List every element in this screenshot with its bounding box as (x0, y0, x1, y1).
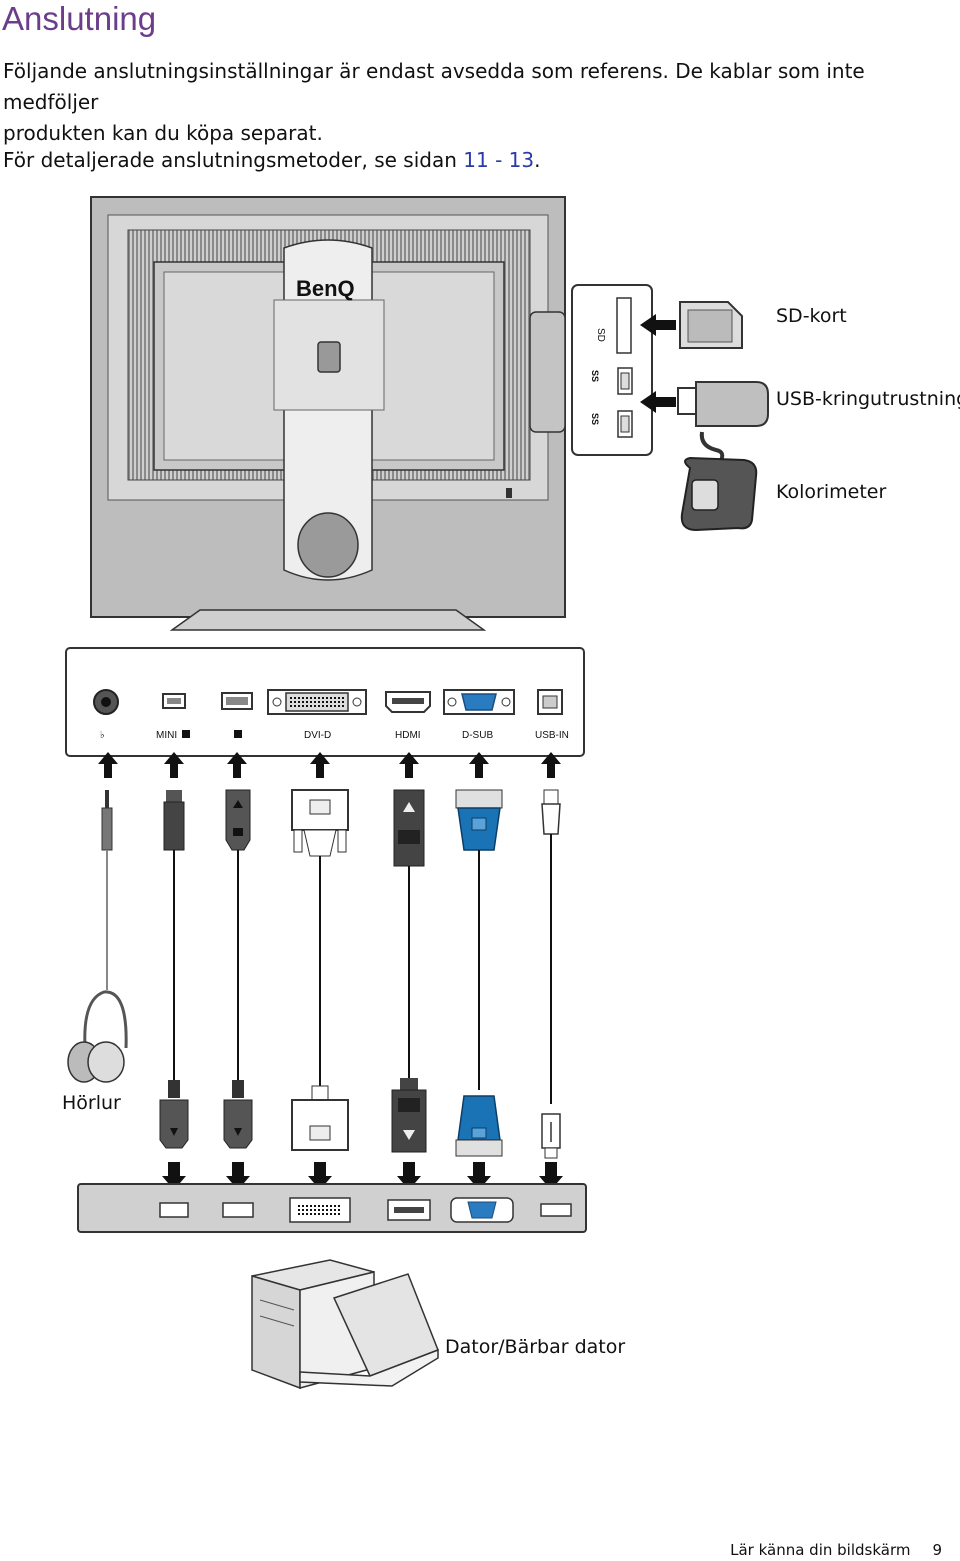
sd-card-icon (679, 301, 743, 349)
hdmi-cable (391, 789, 427, 1153)
intro-line-2: produkten kan du köpa separat. (3, 121, 323, 145)
detail-prefix: För detaljerade anslutningsmetoder, se s… (3, 148, 464, 172)
intro-line-1: Följande anslutningsinställningar är end… (3, 59, 865, 114)
sd-slot[interactable] (616, 297, 632, 354)
port-label-mini: MINI (156, 730, 177, 741)
footer-section: Lär känna din bildskärm (730, 1541, 911, 1559)
arrow-up-icon (469, 752, 489, 778)
headphone-port-icon: ♭ (100, 730, 105, 741)
side-port-panel: SD SS SS (571, 284, 653, 456)
usb-in-cable (541, 789, 561, 1159)
detail-suffix: . (534, 148, 541, 172)
computer-displayport (222, 1202, 254, 1218)
colorimeter-icon (680, 431, 758, 532)
displayport-icon (234, 730, 242, 738)
sd-port-label: SD (595, 328, 606, 342)
cables (67, 789, 561, 1159)
arrow-up-icon (399, 752, 419, 778)
kensington-lock-icon (506, 488, 512, 498)
page-footer: Lär känna din bildskärm 9 (730, 1541, 942, 1559)
headphone-cable (67, 790, 128, 1083)
arrow-left-icon (640, 391, 676, 413)
arrow-left-icon (640, 314, 676, 336)
page-title: Anslutning (2, 0, 157, 37)
stand-lock (317, 341, 341, 373)
computer-laptop-icon (251, 1259, 439, 1390)
arrow-up-icon (310, 752, 330, 778)
up-arrows (98, 752, 561, 778)
usb-superspeed-icon: SS (590, 370, 600, 382)
headphone-label: Hörlur (62, 1092, 121, 1114)
d-sub-cable (455, 789, 503, 1157)
port-label-hdmi: HDMI (395, 730, 421, 741)
detail-paragraph: För detaljerade anslutningsmetoder, se s… (3, 145, 540, 176)
rear-port-panel: ♭ MINI DVI-D HDMI D-SUB USB-IN (65, 647, 585, 757)
usb-stick-icon (677, 381, 769, 427)
computer-label: Dator/Bärbar dator (445, 1336, 626, 1358)
dvi-d-cable (291, 789, 349, 1151)
port-label-d-sub: D-SUB (462, 730, 493, 741)
headphone-icon (87, 1041, 125, 1083)
port-label-dvi-d: DVI-D (304, 730, 331, 741)
stand-base (169, 609, 487, 631)
cable-hole (297, 512, 359, 578)
side-arrows (640, 314, 676, 413)
displayport-cable (223, 789, 253, 1149)
computer-port-panel (77, 1183, 587, 1233)
usb-superspeed-icon: SS (590, 413, 600, 425)
page-reference-link[interactable]: 11 - 13 (463, 148, 535, 172)
brand-logo: BenQ (296, 276, 355, 301)
arrow-up-icon (164, 752, 184, 778)
arrow-up-icon (98, 752, 118, 778)
sd-card-label: SD-kort (776, 305, 847, 327)
computer-mini-displayport (159, 1202, 189, 1218)
displayport-icon (182, 730, 190, 738)
arrow-up-icon (227, 752, 247, 778)
usb-device-label: USB-kringutrustning (776, 388, 960, 410)
mini-displayport-cable (159, 790, 189, 1149)
intro-paragraph: Följande anslutningsinställningar är end… (3, 56, 960, 149)
computer-usb-port (540, 1203, 572, 1217)
port-label-usb-in: USB-IN (535, 730, 569, 741)
monitor-rear: BenQ (90, 196, 566, 631)
arrow-up-icon (541, 752, 561, 778)
colorimeter-label: Kolorimeter (776, 481, 887, 503)
page-number: 9 (932, 1541, 942, 1559)
